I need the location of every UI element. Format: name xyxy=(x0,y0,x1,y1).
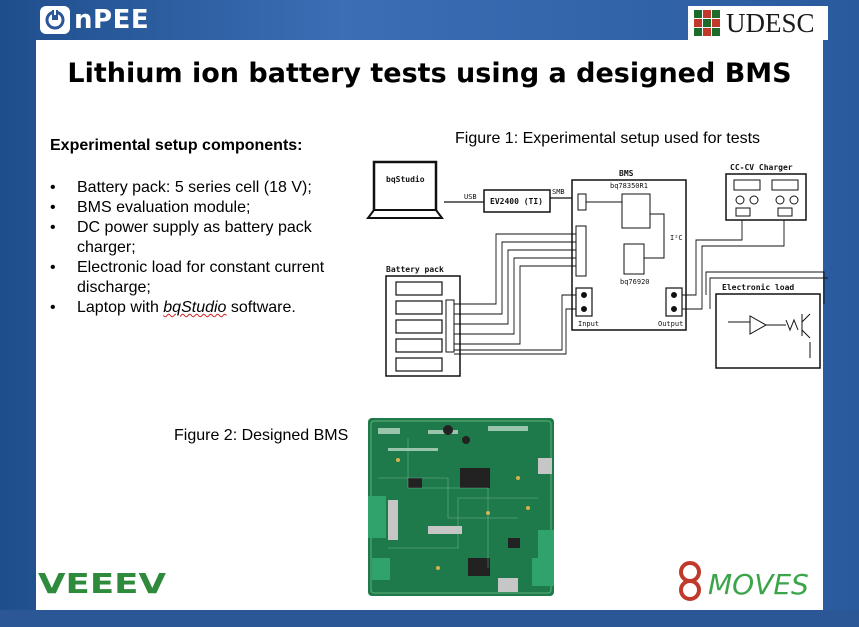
setup-diagram: bqStudio USB EV2400 (TI) SMB BMS bq78350… xyxy=(366,154,828,380)
udesc-logo: UDESC xyxy=(688,6,828,40)
smb-label: SMB xyxy=(552,188,565,196)
veeev-logo-text: VEEEV xyxy=(38,567,166,600)
npee-logo: nPEE xyxy=(40,5,149,35)
list-item: Battery pack: 5 series cell (18 V); xyxy=(50,178,340,198)
usb-label: USB xyxy=(464,193,477,201)
electronic-load-label: Electronic load xyxy=(722,282,794,292)
moves-logo-text: MOVES xyxy=(708,568,809,601)
list-item: Laptop with bqStudio software. xyxy=(50,298,340,318)
i2c-label: I²C xyxy=(670,234,683,242)
npee-logo-text: nPEE xyxy=(74,5,149,35)
output-label: Output xyxy=(658,320,683,328)
veeev-logo: VEEEV xyxy=(38,565,168,601)
list-item: BMS evaluation module; xyxy=(50,198,340,218)
input-label: Input xyxy=(578,320,599,328)
figure2-caption: Figure 2: Designed BMS xyxy=(174,427,348,445)
list-item: Electronic load for constant current dis… xyxy=(50,258,340,298)
chip2-label: bq76920 xyxy=(620,278,650,286)
components-list: Battery pack: 5 series cell (18 V); BMS … xyxy=(50,178,340,318)
slide-title: Lithium ion battery tests using a design… xyxy=(36,58,823,89)
laptop-item-suffix: software. xyxy=(226,299,295,316)
charger-label: CC-CV Charger xyxy=(730,163,793,172)
moves-emblem-icon xyxy=(681,563,699,599)
udesc-emblem-icon xyxy=(694,10,720,36)
laptop-item-prefix: Laptop with xyxy=(77,299,163,316)
laptop-icon: bqStudio xyxy=(368,162,442,218)
bms-label: BMS xyxy=(619,169,634,178)
moves-logo: MOVES xyxy=(674,560,824,602)
bottom-strip xyxy=(0,610,859,627)
battery-pack-label: Battery pack xyxy=(386,265,444,274)
udesc-logo-text: UDESC xyxy=(726,8,815,39)
figure1-caption: Figure 1: Experimental setup used for te… xyxy=(455,130,760,148)
chip1-label: bq78350R1 xyxy=(610,182,648,190)
header-bar: nPEE UDESC xyxy=(0,0,859,40)
components-heading: Experimental setup components: xyxy=(50,137,303,155)
bms-board-photo xyxy=(368,418,554,596)
npee-plug-icon xyxy=(40,6,70,34)
laptop-label: bqStudio xyxy=(386,174,425,184)
list-item: DC power supply as battery pack charger; xyxy=(50,218,340,258)
bqstudio-emphasis: bqStudio xyxy=(163,299,226,316)
ev2400-label: EV2400 (TI) xyxy=(490,197,543,206)
